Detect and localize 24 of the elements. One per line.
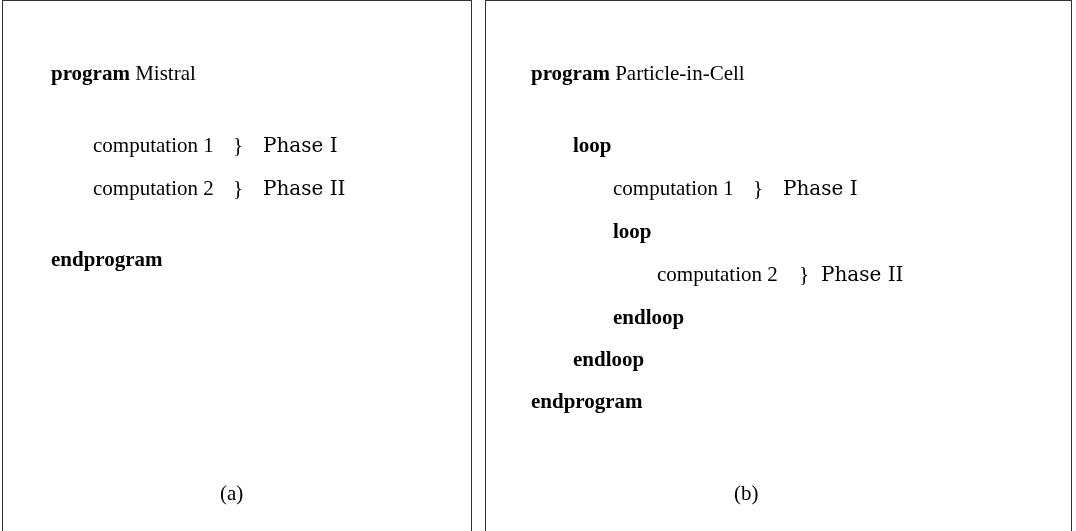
code-line: computation 2: [93, 175, 214, 201]
brace: }: [753, 175, 764, 201]
code-line: computation 2: [657, 261, 778, 287]
brace: }: [799, 261, 810, 287]
brace: }: [233, 175, 244, 201]
phase-label: Phase II: [263, 175, 346, 201]
code-line: computation 1: [613, 175, 734, 201]
panel-caption: (b): [734, 480, 759, 506]
code-line: program Mistral: [51, 60, 196, 86]
code-panel: [2, 0, 472, 531]
phase-label: Phase I: [263, 132, 338, 158]
phase-label: Phase I: [783, 175, 858, 201]
keyword: loop: [613, 218, 652, 244]
keyword: loop: [573, 132, 612, 158]
brace: }: [233, 132, 244, 158]
keyword: endprogram: [51, 246, 163, 272]
panel-caption: (a): [220, 480, 244, 506]
code-panel: [485, 0, 1072, 531]
keyword: endloop: [573, 346, 645, 372]
phase-label: Phase II: [821, 261, 904, 287]
code-line: program Particle-in-Cell: [531, 60, 745, 86]
keyword: endloop: [613, 304, 685, 330]
keyword: endprogram: [531, 388, 643, 414]
code-line: computation 1: [93, 132, 214, 158]
